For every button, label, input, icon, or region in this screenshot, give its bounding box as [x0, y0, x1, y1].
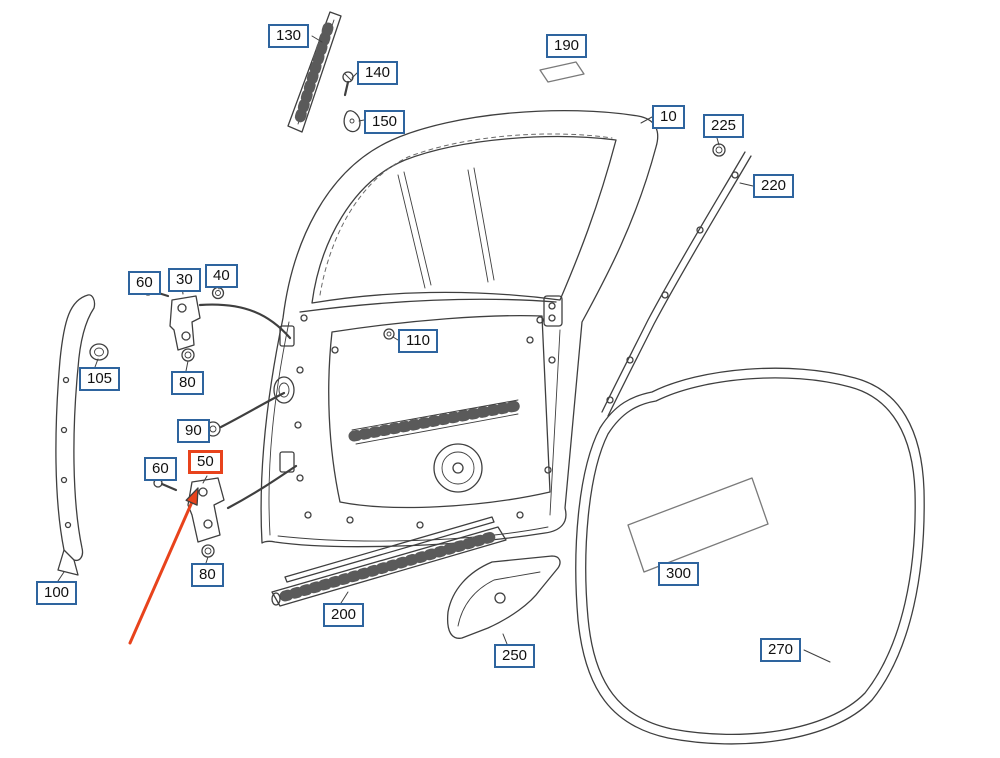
- side-seal-strip: [601, 151, 752, 417]
- sill-strip: [271, 516, 507, 607]
- sticker-190: [539, 61, 585, 83]
- part-label-150-2[interactable]: 150: [364, 110, 406, 134]
- part-label-300-20[interactable]: 300: [658, 562, 700, 586]
- part-label-50-15-selected[interactable]: 50: [188, 450, 223, 474]
- door-shell: [260, 109, 659, 548]
- bracket-250: [446, 555, 561, 639]
- selection-arrow: [128, 487, 199, 645]
- part-label-40-9[interactable]: 40: [205, 264, 238, 288]
- part-label-60-7[interactable]: 60: [128, 271, 161, 295]
- upper-hinge: [169, 295, 201, 351]
- part-label-90-13[interactable]: 90: [177, 419, 210, 443]
- clip-110: [383, 328, 395, 340]
- clip-150: [343, 110, 361, 133]
- part-label-190-3[interactable]: 190: [546, 34, 588, 58]
- part-label-140-1[interactable]: 140: [357, 61, 399, 85]
- part-label-30-8[interactable]: 30: [168, 268, 201, 292]
- part-label-200-18[interactable]: 200: [323, 603, 365, 627]
- sticker-300: [627, 477, 769, 573]
- part-label-60-14[interactable]: 60: [144, 457, 177, 481]
- window-frame-strip: [287, 11, 342, 133]
- part-label-225-5[interactable]: 225: [703, 114, 745, 138]
- part-label-110-12[interactable]: 110: [398, 329, 438, 353]
- grommet-105: [89, 343, 109, 361]
- part-label-10-4[interactable]: 10: [652, 105, 685, 129]
- part-label-105-10[interactable]: 105: [79, 367, 121, 391]
- door-seal-loop: [575, 367, 925, 745]
- front-trim-strip: [55, 294, 96, 576]
- part-label-250-19[interactable]: 250: [494, 644, 536, 668]
- part-label-80-11[interactable]: 80: [171, 371, 204, 395]
- part-label-130-0[interactable]: 130: [268, 24, 310, 48]
- part-label-270-21[interactable]: 270: [760, 638, 802, 662]
- part-label-100-17[interactable]: 100: [36, 581, 78, 605]
- part-label-80-16[interactable]: 80: [191, 563, 224, 587]
- part-label-220-6[interactable]: 220: [753, 174, 795, 198]
